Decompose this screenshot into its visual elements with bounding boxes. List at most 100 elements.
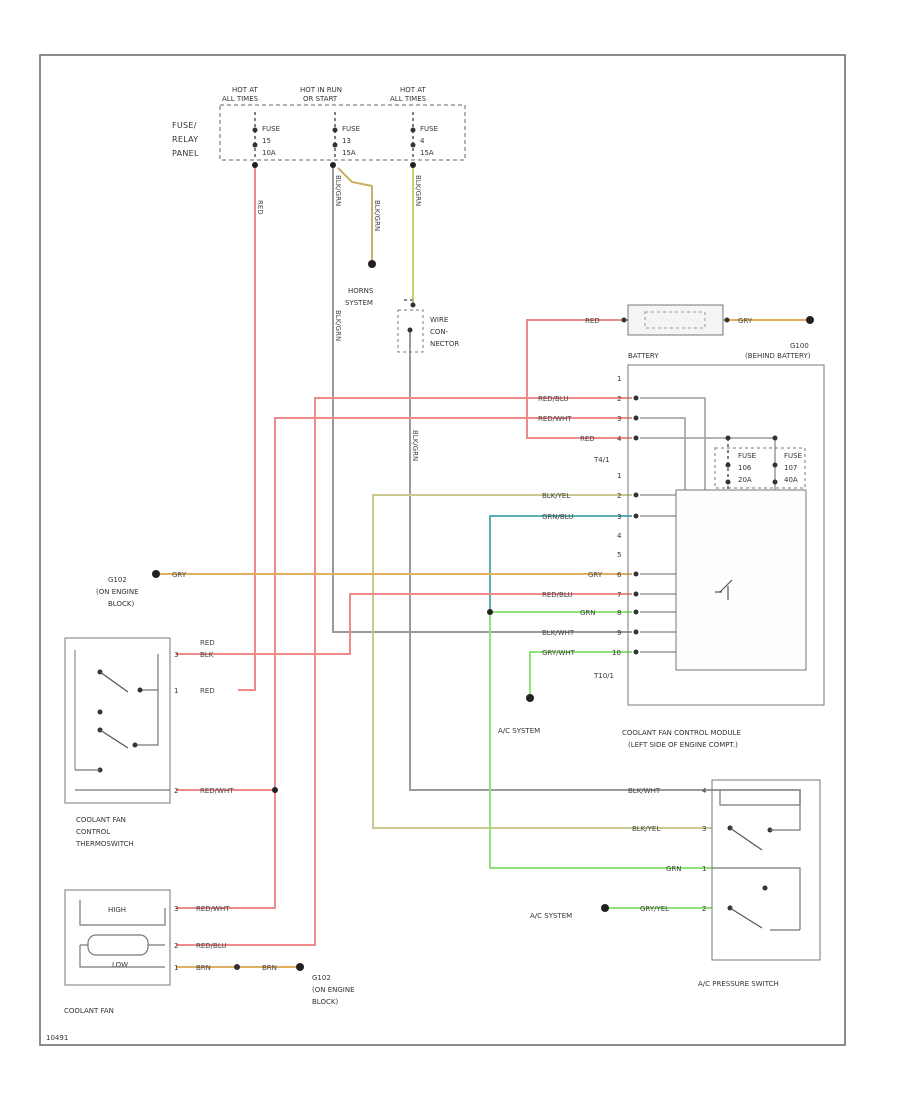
horns-label-1: HORNS	[348, 287, 374, 295]
fuse-13-num: 13	[342, 137, 351, 145]
wire-connector-label-3: NECTOR	[430, 340, 459, 348]
hot-label-2a: HOT IN RUN	[300, 86, 342, 94]
lbl-red-batt: RED	[585, 317, 600, 325]
horns-ground-icon	[368, 260, 376, 268]
pressure-switch-label: A/C PRESSURE SWITCH	[698, 980, 779, 988]
module-pin: 6	[617, 571, 622, 579]
hot-label-1a: HOT AT	[232, 86, 259, 94]
connector-t10-label: T10/1	[593, 672, 614, 680]
lbl-redwht-3: RED/WHT	[196, 905, 230, 913]
lbl-gry-batt: GRY	[738, 317, 753, 325]
fuse-15-label: FUSE	[262, 125, 280, 133]
module-pin: 3	[617, 513, 621, 521]
fan-pin-3: 3	[174, 905, 178, 913]
fan-pin-1: 1	[174, 964, 178, 972]
lbl-blkwht-1: BLK/WHT	[542, 629, 575, 637]
fuse-panel-label-2: RELAY	[172, 135, 199, 144]
horns-system: HORNS SYSTEM	[345, 260, 376, 307]
lbl-blkgrn-4: BLK/GRN	[334, 310, 342, 341]
lbl-red-top: RED	[256, 200, 264, 215]
connector-t4-label: T4/1	[593, 456, 610, 464]
g102-left-label-3: BLOCK)	[108, 600, 134, 608]
lbl-grn-1: GRN	[580, 609, 596, 617]
fuse-15-num: 15	[262, 137, 271, 145]
fuse-4: FUSE 4 15A	[410, 112, 438, 160]
fuse-107-num: 107	[784, 464, 797, 472]
lbl-redblk-top: RED	[200, 639, 215, 647]
lbl-brn-1: BRN	[196, 964, 211, 972]
lbl-redwht-1: RED/WHT	[538, 415, 572, 423]
module-pin: 10	[612, 649, 621, 657]
ac-system-connector-icon	[526, 694, 534, 702]
lbl-red-2: RED	[200, 687, 215, 695]
fuse-15-amp: 10A	[262, 149, 276, 157]
g102-bottom-label-1: G102	[312, 974, 331, 982]
module-pins: 1 2 3 4 1 2 3 4 5 6 7 8 9 10	[612, 375, 622, 657]
coolant-fan-thermoswitch: 3 1 2 COOLANT FAN CONTROL THERMOSWITCH	[64, 637, 178, 848]
lbl-redblu-1: RED/BLU	[538, 395, 569, 403]
hot-label-1b: ALL TIMES	[222, 95, 259, 103]
wire-redwht-fan	[176, 417, 632, 909]
module-pin: 4	[617, 435, 622, 443]
fuse-107-amp: 40A	[784, 476, 798, 484]
module-pin: 2	[617, 395, 621, 403]
thermoswitch-label-2: CONTROL	[76, 828, 110, 836]
pressure-pin-1: 1	[702, 865, 706, 873]
module-pin: 7	[617, 591, 621, 599]
ac-system-connector-icon	[601, 904, 609, 912]
wire-blkwht-pressure	[409, 330, 801, 805]
fuse-4-num: 4	[420, 137, 425, 145]
fan-high-label: HIGH	[108, 906, 126, 914]
lbl-red-1: RED	[580, 435, 595, 443]
hot-label-3a: HOT AT	[400, 86, 427, 94]
g100-label-2: (BEHIND BATTERY)	[745, 352, 811, 360]
lbl-grn-2: GRN	[666, 865, 682, 873]
wire-grywht-ac	[529, 651, 632, 695]
wire-connector: WIRE CON- NECTOR	[397, 302, 459, 353]
g102-bottom-ground: G102 (ON ENGINE BLOCK)	[234, 963, 355, 1006]
thermoswitch-label-1: COOLANT FAN	[76, 816, 126, 824]
wire-connector-label-2: CON-	[430, 328, 449, 336]
g102-bottom-label-3: BLOCK)	[312, 998, 338, 1006]
lbl-blkgrn-2: BLK/GRN	[373, 200, 381, 231]
ac-system-2-label: A/C SYSTEM	[530, 912, 572, 920]
module-pin: 8	[617, 609, 621, 617]
fan-label: COOLANT FAN	[64, 1007, 114, 1015]
wire-module-2	[640, 417, 686, 490]
pressure-pin-2: 2	[702, 905, 706, 913]
wire-redblu-fan	[176, 397, 632, 946]
g102-left-label-1: G102	[108, 576, 127, 584]
module-pin: 9	[617, 629, 621, 637]
wire-module-3	[640, 437, 776, 490]
footer-code: 10491	[46, 1034, 68, 1042]
lbl-blkyel-1: BLK/YEL	[542, 492, 570, 500]
module-pin: 4	[617, 532, 622, 540]
fan-pin-2: 2	[174, 942, 178, 950]
lbl-redblk-bot: BLK	[200, 651, 214, 659]
fuse-15: FUSE 15 10A	[252, 112, 280, 160]
hot-label-3b: ALL TIMES	[390, 95, 427, 103]
wires	[160, 165, 808, 968]
ac-system-1: A/C SYSTEM	[498, 694, 540, 735]
fan-low-label: LOW	[112, 961, 128, 969]
wire-redblu-thermo	[176, 593, 632, 655]
lbl-gry-right: GRY	[588, 571, 603, 579]
ground-icon	[296, 963, 304, 971]
coolant-fan-control-module: FUSE 106 20A FUSE 107 40A 1 2 3 4 1 2 3 …	[593, 364, 825, 749]
module-pin: 3	[617, 415, 621, 423]
fuse-13-label: FUSE	[342, 125, 360, 133]
horns-label-2: SYSTEM	[345, 299, 373, 307]
thermo-pin-2: 2	[174, 787, 178, 795]
lbl-blkgrn-3: BLK/GRN	[414, 175, 422, 206]
lbl-blkyel-2: BLK/YEL	[632, 825, 660, 833]
lbl-gry-left: GRY	[172, 571, 187, 579]
lbl-blkwht-2: BLK/WHT	[628, 787, 661, 795]
fuse-13: FUSE 13 15A	[332, 112, 360, 160]
wire-labels: RED BLK/GRN BLK/GRN BLK/GRN BLK/GRN BLK/…	[172, 175, 753, 972]
lbl-redblu-3: RED/BLU	[196, 942, 227, 950]
wire-blkgrn-fuse13	[332, 165, 632, 633]
lbl-redblu-2: RED/BLU	[542, 591, 573, 599]
lbl-blkgrn-1: BLK/GRN	[334, 175, 342, 206]
ac-system-1-label: A/C SYSTEM	[498, 727, 540, 735]
